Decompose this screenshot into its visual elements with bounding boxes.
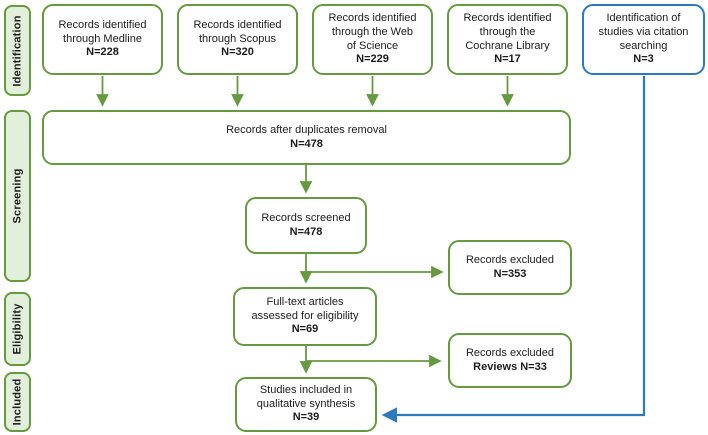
box-records-screened-text: Records screened bbox=[261, 211, 351, 224]
box-records-cochrane-count: N=17 bbox=[494, 53, 521, 66]
box-records-screened-count: N=478 bbox=[289, 225, 323, 238]
box-excluded-reviews-text: Records excluded bbox=[465, 346, 555, 359]
box-excluded-reviews: Records excluded Reviews N=33 bbox=[448, 333, 572, 388]
box-duplicates-removal-count: N=478 bbox=[290, 137, 323, 150]
box-records-scopus-count: N=320 bbox=[221, 46, 254, 59]
box-citation-searching-text: Identification of studies via citation s… bbox=[598, 11, 689, 52]
box-records-excluded-text: Records excluded bbox=[465, 253, 555, 266]
box-records-medline: Records identified through Medline N=228 bbox=[42, 4, 163, 75]
box-records-screened: Records screened N=478 bbox=[245, 197, 367, 254]
box-studies-included: Studies included in qualitative synthesi… bbox=[235, 377, 377, 432]
box-fulltext-assessed: Full-text articles assessed for eligibil… bbox=[233, 287, 377, 346]
box-records-web-of-science-count: N=229 bbox=[356, 53, 389, 66]
box-records-scopus: Records identified through Scopus N=320 bbox=[177, 4, 298, 75]
box-citation-searching-count: N=3 bbox=[633, 53, 654, 66]
box-records-web-of-science: Records identified through the Web of Sc… bbox=[312, 4, 433, 75]
box-records-excluded: Records excluded N=353 bbox=[448, 240, 572, 295]
stage-screening: Screening bbox=[4, 110, 31, 282]
box-records-web-of-science-text: Records identified through the Web of Sc… bbox=[328, 11, 417, 52]
box-excluded-reviews-count: Reviews N=33 bbox=[473, 360, 547, 373]
box-studies-included-count: N=39 bbox=[292, 411, 320, 424]
box-fulltext-assessed-text: Full-text articles assessed for eligibil… bbox=[251, 295, 359, 322]
box-studies-included-text: Studies included in qualitative synthesi… bbox=[256, 383, 356, 410]
stage-screening-label: Screening bbox=[11, 168, 24, 224]
stage-included: Included bbox=[4, 372, 31, 432]
stage-included-label: Included bbox=[11, 378, 24, 426]
stage-eligibility: Eligibility bbox=[4, 292, 31, 366]
box-records-scopus-text: Records identified through Scopus bbox=[193, 18, 282, 45]
stage-identification-label: Identification bbox=[11, 14, 24, 87]
box-duplicates-removal-text: Records after duplicates removal bbox=[226, 123, 387, 136]
box-records-medline-count: N=228 bbox=[86, 46, 119, 59]
stage-eligibility-label: Eligibility bbox=[11, 303, 24, 355]
box-duplicates-removal: Records after duplicates removal N=478 bbox=[42, 110, 571, 165]
box-records-medline-text: Records identified through Medline bbox=[58, 18, 147, 45]
box-fulltext-assessed-count: N=69 bbox=[291, 323, 319, 336]
box-records-excluded-count: N=353 bbox=[493, 267, 527, 280]
box-citation-searching: Identification of studies via citation s… bbox=[582, 4, 705, 75]
box-records-cochrane: Records identified through the Cochrane … bbox=[447, 4, 568, 75]
stage-identification: Identification bbox=[4, 5, 31, 96]
box-records-cochrane-text: Records identified through the Cochrane … bbox=[463, 11, 552, 52]
